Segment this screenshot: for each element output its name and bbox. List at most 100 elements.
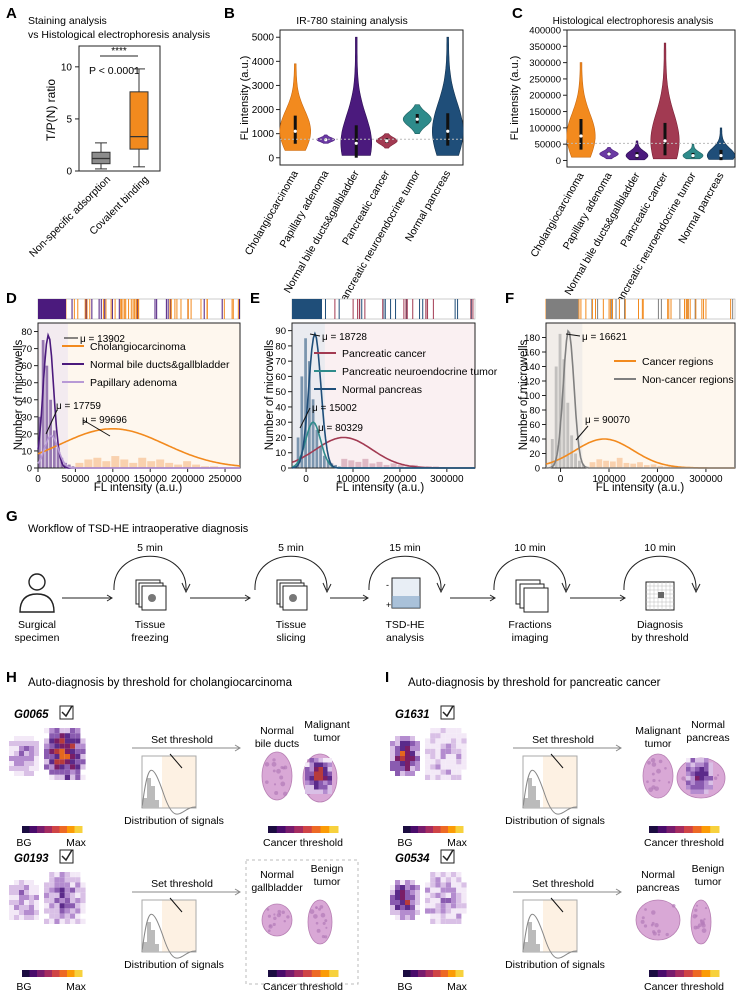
heatmap-cell <box>441 775 446 780</box>
panel-c: C Histological electrophoresis analysis … <box>509 5 735 311</box>
heatmap-cell <box>410 915 415 920</box>
mini-histogram-bar <box>147 922 151 952</box>
colorbar-segment <box>411 826 419 833</box>
colorbar-segment <box>710 826 719 833</box>
heatmap-cell <box>314 772 319 777</box>
heatmap-cell <box>435 744 440 749</box>
person-icon <box>20 574 54 612</box>
heatmap-cell <box>446 733 451 738</box>
panel-letter: D <box>6 290 17 307</box>
heatmap-cell <box>456 759 461 764</box>
heatmap-cell <box>395 880 400 885</box>
heatmap-cell <box>54 733 59 738</box>
heatmap-cell <box>430 898 435 903</box>
density-strip <box>38 299 240 319</box>
heatmap-cell <box>70 749 75 754</box>
person-head <box>29 574 45 590</box>
heatmap-cell <box>54 903 59 908</box>
panel-title: Workflow of TSD-HE intraoperative diagno… <box>28 523 249 535</box>
heatmap-cell <box>24 915 29 920</box>
colorbar-segment <box>303 970 312 977</box>
y-tick-label: 90 <box>275 326 286 337</box>
heatmap-cell <box>435 898 440 903</box>
heatmap-cell <box>395 885 400 890</box>
heatmap-cell <box>70 754 75 759</box>
heatmap-cell <box>60 738 65 743</box>
heatmap-cell <box>319 763 324 768</box>
heatmap-cell <box>435 770 440 775</box>
heatmap-cell <box>60 754 65 759</box>
heatmap-cell <box>323 763 328 768</box>
heatmap-cell <box>425 738 430 743</box>
heatmap-cell <box>14 766 19 771</box>
heatmap-cell <box>44 749 49 754</box>
heatmap-cell <box>709 772 714 777</box>
colorbar-segment <box>441 970 449 977</box>
y-axis-label: T/P(N) ratio <box>44 79 58 141</box>
heatmap-cell <box>430 770 435 775</box>
colorbar-segment <box>312 970 321 977</box>
heatmap-cell <box>446 877 451 882</box>
case-id: G0193 <box>14 853 49 865</box>
strip-dense <box>292 299 322 319</box>
y-tick-label: 300000 <box>529 58 561 69</box>
tissue-texture <box>286 915 289 918</box>
heatmap-cell <box>435 872 440 877</box>
heatmap-cell <box>80 775 85 780</box>
colorbar-segment <box>675 826 684 833</box>
heatmap-cell <box>9 895 14 900</box>
histogram-bar <box>138 458 146 468</box>
heatmap-cell <box>75 898 80 903</box>
heatmap-cell <box>44 898 49 903</box>
heatmap-cell <box>24 756 29 761</box>
heatmap-cell <box>19 890 24 895</box>
heatmap-cell <box>75 728 80 733</box>
heatmap-cell <box>14 736 19 741</box>
heatmap-cell <box>410 890 415 895</box>
step-label: freezing <box>131 632 169 644</box>
heatmap-cell <box>461 738 466 743</box>
heatmap-cell <box>49 759 54 764</box>
heatmap-cell <box>60 908 65 913</box>
heatmap-cell <box>400 880 405 885</box>
heatmap-cell <box>704 758 709 763</box>
step-label: slicing <box>276 632 305 644</box>
heatmap-cell <box>34 766 39 771</box>
heatmap-cell <box>44 764 49 769</box>
histogram-bar <box>120 459 128 468</box>
colorbar-segment <box>426 970 434 977</box>
heatmap-cell <box>14 910 19 915</box>
tissue-texture <box>696 905 698 907</box>
heatmap-cell <box>441 903 446 908</box>
colorbar-max-label: Max <box>66 981 87 993</box>
colorbar-segment <box>418 970 426 977</box>
tissue-texture <box>652 779 655 782</box>
colorbar-segment <box>60 970 68 977</box>
heatmap-cell <box>415 905 420 910</box>
heatmap-cell <box>34 756 39 761</box>
y-tick-label: 0 <box>535 464 540 475</box>
heatmap-cell <box>695 767 700 772</box>
heatmap-cell <box>80 744 85 749</box>
heatmap-cell <box>319 776 324 781</box>
histogram-bar <box>610 461 616 468</box>
heatmap-cell <box>410 880 415 885</box>
step-label: Set threshold <box>151 878 213 890</box>
heatmap-cell <box>400 756 405 761</box>
heatmap-cell <box>700 767 705 772</box>
heatmap-cell <box>319 790 324 795</box>
heatmap-cell <box>425 903 430 908</box>
tissue-texture <box>268 924 272 928</box>
heatmap-cell <box>60 770 65 775</box>
heatmap-cell <box>405 905 410 910</box>
heatmap-cell <box>19 910 24 915</box>
heatmap-cell <box>323 790 328 795</box>
heatmap-cell <box>695 776 700 781</box>
heatmap-cell <box>70 770 75 775</box>
heatmap-cell <box>700 785 705 790</box>
colorbar-label: Cancer threshold <box>644 981 724 993</box>
colorbar-segment <box>658 970 667 977</box>
heatmap-cell <box>441 738 446 743</box>
step-label: by threshold <box>631 632 688 644</box>
colorbar-segment <box>37 826 45 833</box>
